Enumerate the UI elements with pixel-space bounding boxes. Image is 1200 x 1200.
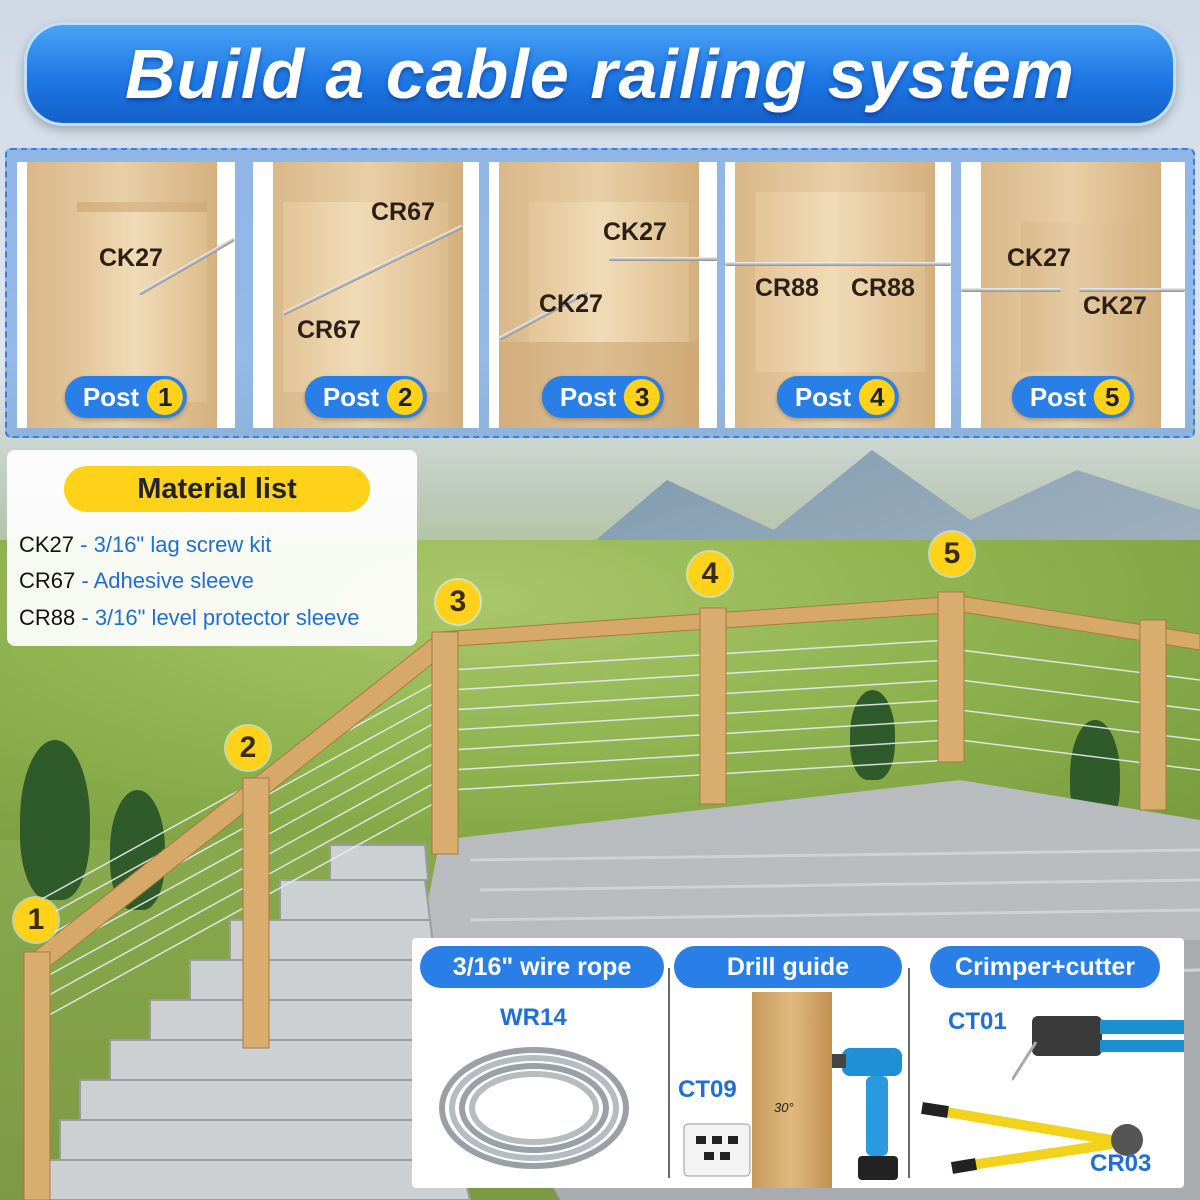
post-number-badge: 2	[387, 379, 424, 415]
post-number-badge: 1	[147, 379, 184, 415]
tool-code: CR03	[1090, 1150, 1152, 1177]
post-marker-2: 2	[226, 726, 270, 770]
code-label: CK27	[1083, 292, 1147, 320]
post-marker-5: 5	[930, 532, 974, 576]
code-label: CR88	[851, 274, 915, 302]
material-list-panel: Material list CK27 - 3/16" lag screw kit…	[7, 450, 417, 646]
hydraulic-crimper-icon	[1012, 1016, 1184, 1081]
wire-rope-coil-icon	[439, 1047, 629, 1169]
material-item: CR67 - Adhesive sleeve	[19, 568, 254, 593]
code-label: CR67	[297, 316, 361, 344]
post-marker-1: 1	[14, 898, 58, 942]
post-card-4: CR88 CR88 Post 4	[725, 162, 951, 428]
wood-post-image	[752, 992, 832, 1188]
tool-title-wire-rope: 3/16" wire rope	[420, 946, 664, 988]
tool-code: CT01	[948, 1008, 1007, 1035]
code-label: CR67	[371, 198, 435, 226]
post-label-pill: Post 2	[304, 376, 428, 418]
cable-rod	[725, 262, 951, 266]
post-label-pill: Post 3	[541, 376, 665, 418]
post-number-badge: 4	[859, 379, 896, 415]
tool-code: CT09	[678, 1076, 737, 1103]
code-label: CR88	[755, 274, 819, 302]
lag-screw-rod	[609, 257, 717, 261]
post-label-pill: Post 1	[64, 376, 188, 418]
power-drill-icon	[832, 1048, 902, 1180]
code-label: CK27	[603, 218, 667, 246]
post-number-badge: 3	[624, 379, 661, 415]
post-number-badge: 5	[1094, 379, 1131, 415]
cable-cutter-icon	[921, 1102, 1143, 1174]
material-item: CK27 - 3/16" lag screw kit	[19, 532, 272, 557]
post-card-5: CK27 CK27 Post 5	[961, 162, 1185, 428]
post-marker-4: 4	[688, 552, 732, 596]
drill-guide-block-icon	[683, 1123, 751, 1177]
post-card-3: CK27 CK27 Post 3	[489, 162, 717, 428]
tool-title-drill-guide: Drill guide	[674, 946, 902, 988]
tree	[20, 740, 90, 900]
tool-code: WR14	[500, 1004, 567, 1031]
post-label-pill: Post 4	[776, 376, 900, 418]
tools-panel: 3/16" wire rope WR14 Drill guide CT09 30…	[412, 938, 1184, 1188]
material-item: CR88 - 3/16" level protector sleeve	[19, 605, 360, 630]
code-label: CK27	[99, 244, 163, 272]
lag-screw-rod	[1079, 288, 1185, 292]
code-label: CK27	[1007, 244, 1071, 272]
post-card-1: CK27 Post 1	[17, 162, 235, 428]
title-banner: Build a cable railing system	[24, 22, 1176, 126]
code-label: CK27	[539, 290, 603, 318]
post-label-pill: Post 5	[1011, 376, 1135, 418]
post-detail-strip: CK27 Post 1 CR67 CR67 Post 2 CK27 CK27 P…	[5, 148, 1195, 438]
post-card-2: CR67 CR67 Post 2	[253, 162, 479, 428]
page-title: Build a cable railing system	[125, 35, 1075, 113]
lag-screw-rod	[961, 288, 1061, 292]
drill-angle-label: 30°	[774, 1100, 794, 1115]
post-marker-3: 3	[436, 580, 480, 624]
tool-title-crimper-cutter: Crimper+cutter	[930, 946, 1160, 988]
material-list-title: Material list	[64, 466, 370, 512]
